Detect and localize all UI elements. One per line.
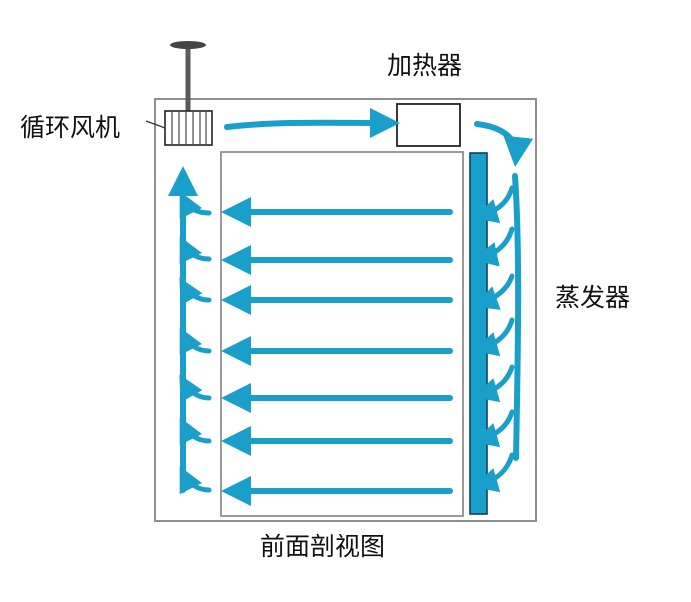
evaporator-feed-arrow-7 [472,452,515,493]
return-feed-arrow-1 [179,191,212,220]
return-feed-arrow-7 [179,466,212,495]
evaporator-label: 蒸发器 [555,283,630,312]
airflow-heater-bend-arrow [474,121,534,167]
evaporator-feed-arrow-3 [472,273,515,310]
diagram-caption: 前面剖视图 [260,532,385,561]
return-feed-arrow-2 [179,236,212,265]
chamber-outline [154,98,537,522]
evaporator-feed-arrow-2 [472,226,515,267]
evaporator-icon [469,152,488,515]
return-feed-arrow-5 [179,374,212,403]
fan-pointer-line [145,120,166,129]
airflow-right-downflow [512,173,522,461]
heater-label: 加热器 [387,51,462,80]
airflow-top-arrow [224,107,400,138]
fan-label: 循环风机 [20,113,120,142]
return-feed-arrow-4 [179,327,212,356]
evaporator-feed-arrow-4 [472,317,515,357]
fan-icon [164,110,213,146]
return-feed-arrow-3 [179,277,212,306]
heater-icon [396,103,461,147]
return-feed-arrow-6 [179,417,212,446]
evaporator-feed-arrow-5 [472,364,515,403]
fan-handle [170,41,206,49]
evaporator-feed-arrow-1 [472,185,515,224]
inner-chamber [220,151,464,517]
evaporator-feed-arrow-6 [472,409,515,448]
